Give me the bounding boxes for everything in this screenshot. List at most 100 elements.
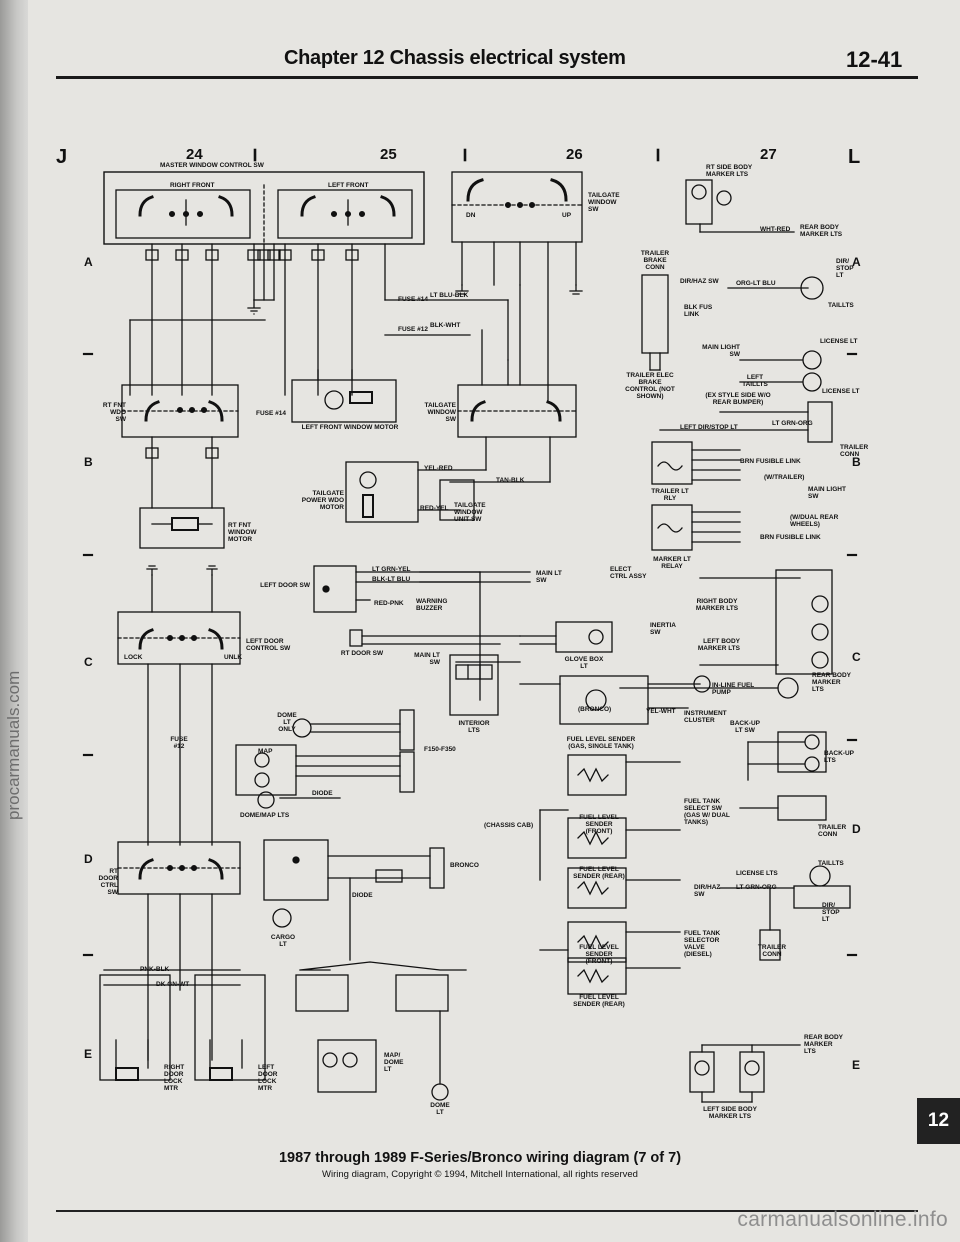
label-tan-blk: TAN-BLK: [496, 477, 525, 484]
label-license-lt-b: LICENSE LT: [822, 388, 860, 395]
label-fuse14-a: FUSE #14: [256, 410, 286, 417]
grid-row-a-right: A: [852, 255, 861, 269]
label-dir-stop-lt: DIR/ STOP LT: [836, 258, 854, 279]
grid-column-27: 27: [760, 146, 777, 163]
label-lt-grn-yel: LT GRN-YEL: [372, 566, 411, 573]
page-header: Chapter 12 Chassis electrical system 12-…: [0, 0, 960, 90]
side-watermark-text: procarmanuals.com: [4, 671, 23, 820]
label-tailgate-window-sw-top: TAILGATE WINDOW SW: [588, 192, 620, 213]
label-wht-red: WHT-RED: [760, 226, 791, 233]
label-unlk: UNLK: [224, 654, 243, 661]
label-rear-body-marker-e: REAR BODY MARKER LTS: [804, 1034, 843, 1055]
label-cargo-lt: CARGO LT: [270, 934, 296, 948]
grid-column-24: 24: [186, 146, 203, 163]
label-interior-lts: INTERIOR LTS: [458, 720, 490, 734]
grid-row-d-right: D: [852, 822, 861, 836]
label-fuse12-c: FUSE #12: [170, 736, 188, 750]
grid-row-b-left: B: [84, 455, 93, 469]
left-door-control-switch: [117, 565, 241, 846]
label-elect-ctrl-assy: ELECT CTRL ASSY: [610, 566, 647, 580]
label-warning-buzzer: WARNING BUZZER: [416, 598, 448, 612]
label-w-trailer: (W/TRAILER): [764, 474, 805, 481]
grid-right-marker: L: [848, 146, 861, 168]
label-master-window: MASTER WINDOW CONTROL SW: [160, 162, 264, 169]
label-lt-grn-org: LT GRN-ORG: [772, 420, 813, 427]
label-dome-lt: DOME LT: [430, 1102, 450, 1116]
label-rear-body-marker-c: REAR BODY MARKER LTS: [812, 672, 851, 693]
row-dashes: [82, 352, 858, 957]
zone-ticks: [253, 148, 660, 162]
label-fuse14-b: FUSE #14: [398, 296, 428, 303]
label-brn-fusible-link-b: BRN FUSIBLE LINK: [760, 534, 821, 541]
label-yel-red: YEL-RED: [424, 465, 453, 472]
tailgate-window-switch-top: [451, 171, 583, 401]
backup-lights: [739, 731, 827, 821]
label-taillts: TAILLTS: [828, 302, 854, 309]
label-trailer-lt-rly: TRAILER LT RLY: [651, 488, 689, 502]
label-dome-map-lts: DOME/MAP LTS: [240, 812, 290, 819]
label-tailgate-window-unit-sw: TAILGATE WINDOW UNIT SW: [454, 502, 486, 523]
label-main-light-sw: MAIN LIGHT SW: [702, 344, 740, 358]
chapter-tab: 12: [917, 1098, 960, 1144]
label-back-up-lts: BACK-UP LTS: [824, 750, 854, 764]
label-map-dome-lt: MAP/ DOME LT: [384, 1052, 404, 1073]
label-red-pnk: RED-PNK: [374, 600, 404, 607]
label-rt-fnt-window-motor: RT FNT WINDOW MOTOR: [228, 522, 257, 543]
label-main-lt-sw: MAIN LT SW: [414, 652, 440, 666]
page-binding-shadow: [0, 0, 28, 1242]
bronco-cargo: [263, 839, 445, 961]
label-w-dual-rear-wheels: (W/DUAL REAR WHEELS): [790, 514, 839, 528]
label-blk-fus-link: BLK FUS LINK: [684, 304, 713, 318]
footer-watermark: carmanualsonline.info: [737, 1208, 948, 1231]
grid-column-26: 26: [566, 146, 583, 163]
grid-row-e-left: E: [84, 1047, 93, 1061]
label-license-lt-a: LICENSE LT: [820, 338, 858, 345]
label-trailer-conn-c: TRAILER CONN: [818, 824, 847, 838]
tailgate-window-switch-mid: [345, 284, 577, 523]
grid-row-e-right: E: [852, 1058, 861, 1072]
label-chassis-cab: (CHASSIS CAB): [484, 822, 534, 829]
label-right-door-lock-mtr: RIGHT DOOR LOCK MTR: [164, 1064, 185, 1092]
side-watermark: procarmanuals.com: [4, 671, 23, 820]
label-left-dir-stop-lt: LEFT DIR/STOP LT: [680, 424, 738, 431]
label-in-line-fuel-pump: IN-LINE FUEL PUMP: [712, 682, 755, 696]
label-lt-grn-org-d: LT GRN-ORG: [736, 884, 777, 891]
label-f150-f350: F150-F350: [424, 746, 456, 753]
label-dir-haz-sw: DIR/HAZ SW: [680, 278, 719, 285]
rt-side-body-marker: [685, 179, 795, 233]
label-left-side-body-marker: LEFT SIDE BODY MARKER LTS: [703, 1106, 757, 1120]
label-yel-wht: YEL-WHT: [646, 708, 676, 715]
diagram-copyright: Wiring diagram, Copyright © 1994, Mitche…: [322, 1169, 638, 1180]
label-bronco-d: BRONCO: [450, 862, 479, 869]
label-fuel-level-sender-front-d: FUEL LEVEL SENDER (FRONT): [579, 944, 619, 965]
label-tailgate-window-sw-mid: TAILGATE WINDOW SW: [424, 402, 456, 423]
label-trailer-conn-d: TRAILER CONN: [757, 944, 787, 958]
label-glove-box-lt: GLOVE BOX LT: [564, 656, 604, 670]
grid-row-a-left: A: [84, 255, 93, 269]
rt-fnt-wdo-switch: [121, 384, 239, 549]
label-dir-stop-lt-d: DIR/ STOP LT: [822, 902, 840, 923]
label-tailgate-power-wdo-motor: TAILGATE POWER WDO MOTOR: [301, 490, 344, 511]
label-brn-fusible-link: BRN FUSIBLE LINK: [740, 458, 801, 465]
label-fuel-tank-select-sw: FUEL TANK SELECT SW (GAS W/ DUAL TANKS): [684, 798, 730, 826]
label-lock: LOCK: [124, 654, 143, 661]
label-fuel-level-sender-rear-d: FUEL LEVEL SENDER (REAR): [573, 994, 625, 1008]
interior-lts-fuel: [519, 675, 711, 995]
diagram-caption: 1987 through 1989 F-Series/Bronco wiring…: [278, 1150, 682, 1166]
label-marker-lt-relay: MARKER LT RELAY: [653, 556, 691, 570]
label-right-front: RIGHT FRONT: [170, 182, 215, 189]
label-rt-door-sw: RT DOOR SW: [340, 650, 384, 657]
label-fuse12: FUSE #12: [398, 326, 428, 333]
trailer-brake-conn: [641, 274, 669, 371]
label-license-lts-d: LICENSE LTS: [736, 870, 778, 877]
label-dk-gn-wt: DK GN-WT: [156, 981, 190, 988]
page-number: 12-41: [846, 47, 903, 72]
grid-row-c-right: C: [852, 650, 861, 664]
label-right-body-marker: RIGHT BODY MARKER LTS: [695, 598, 739, 612]
label-left-door-control-sw: LEFT DOOR CONTROL SW: [246, 638, 291, 652]
chapter-title: Chapter 12 Chassis electrical system: [284, 47, 626, 69]
footer-rule: [56, 1210, 918, 1212]
label-fuel-tank-selector-valve: FUEL TANK SELECTOR VALVE (DIESEL): [684, 930, 721, 958]
label-blk-lt-blu: BLK-LT BLU: [372, 576, 411, 583]
